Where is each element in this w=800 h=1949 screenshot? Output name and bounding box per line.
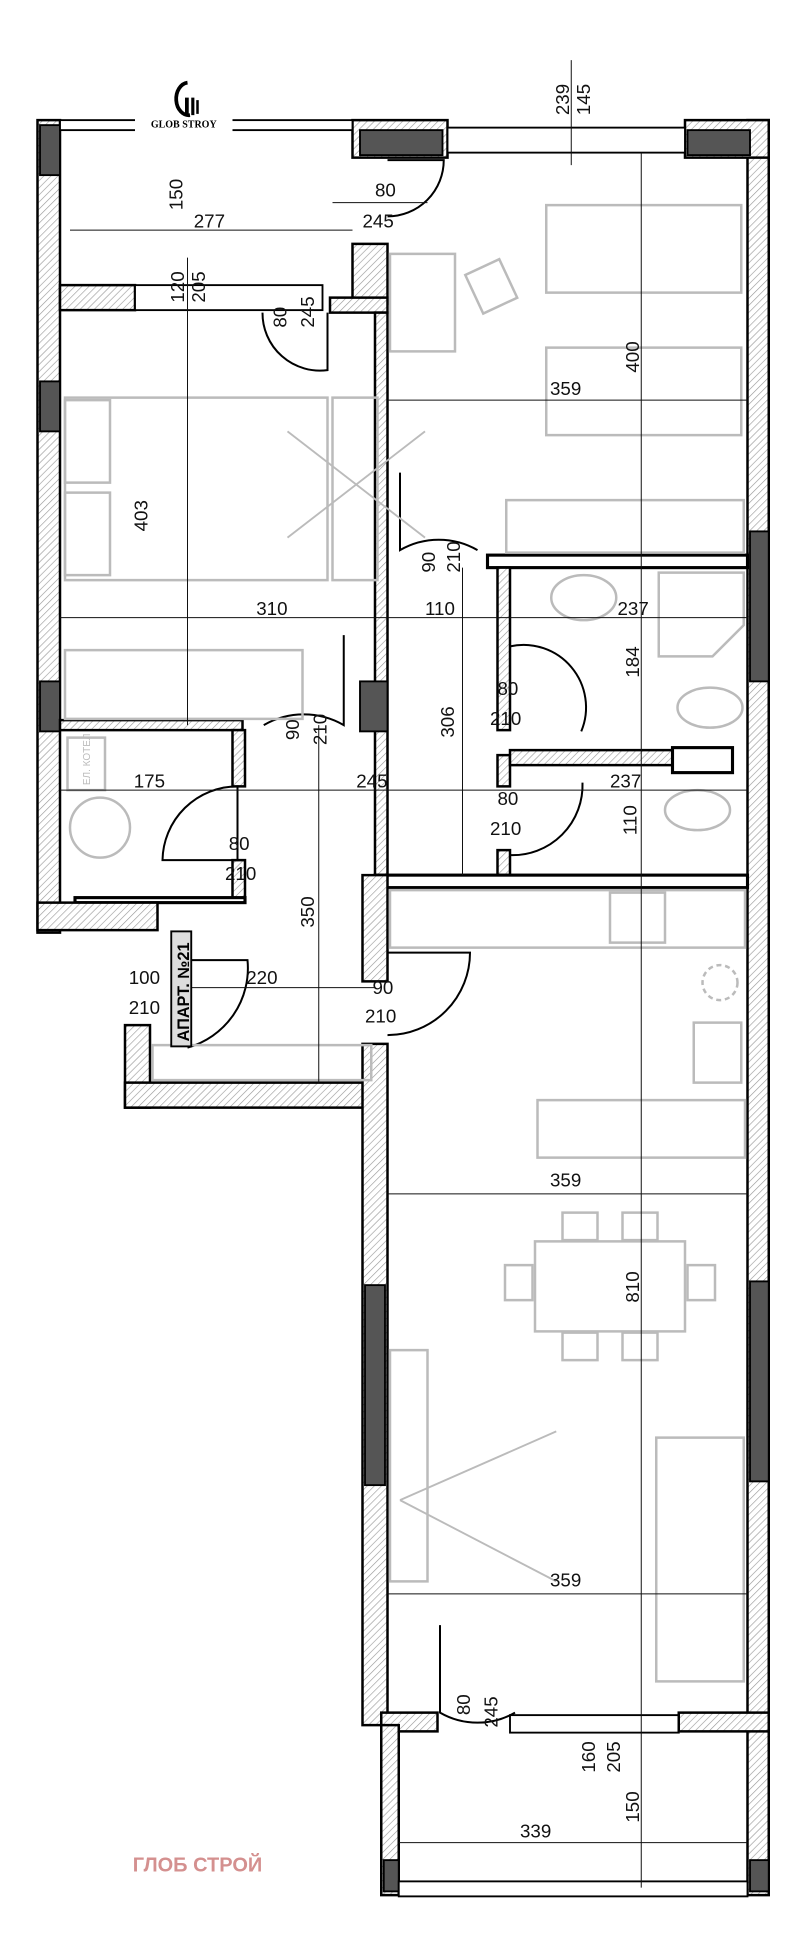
dim-label: 237 — [618, 598, 649, 619]
dim-label: 80 — [453, 1694, 474, 1715]
kitchen-counter — [388, 888, 747, 949]
dim-label: 210 — [490, 818, 521, 839]
dim-label: 110 — [425, 598, 455, 619]
shower — [657, 571, 745, 658]
dim-label: 90 — [282, 719, 303, 740]
toilet — [676, 686, 744, 729]
dim-label: 80 — [498, 788, 519, 809]
dim-label: 245 — [481, 1696, 502, 1727]
cooktop — [692, 1021, 743, 1084]
dim-label: 403 — [131, 500, 152, 531]
dining-table — [533, 1240, 687, 1333]
dim-label: 245 — [356, 771, 387, 792]
dim-label: 210 — [225, 863, 256, 884]
boiler-label: ЕЛ. КОТЕЛ — [82, 734, 93, 786]
dim-label: 277 — [194, 211, 225, 232]
svg-text:АПАРТ. №21: АПАРТ. №21 — [175, 943, 193, 1042]
single-bed — [545, 346, 743, 437]
dim-label: 310 — [256, 598, 287, 619]
dim-label: 220 — [246, 967, 277, 988]
wardrobe — [331, 396, 379, 582]
dim-label: 184 — [622, 646, 643, 677]
terrace-door — [439, 1625, 516, 1724]
dim-label: 145 — [573, 84, 594, 115]
bedroom1-door — [263, 635, 345, 727]
watermark: ГЛОБ СТРОЙ — [133, 1852, 263, 1876]
dim-label: 110 — [619, 805, 640, 835]
dim-label: 359 — [550, 378, 581, 399]
dim-label: 400 — [622, 341, 643, 372]
double-bed — [63, 396, 329, 582]
dim-label: 90 — [418, 552, 439, 573]
washbasin — [550, 573, 618, 622]
dim-label: 210 — [490, 708, 521, 729]
dim-label: 80 — [269, 307, 290, 328]
bedroom2-wardrobe — [505, 498, 745, 554]
bedroom2-door — [399, 472, 478, 552]
dim-label: 306 — [437, 706, 458, 737]
sink — [608, 891, 667, 944]
dim-label: 245 — [297, 296, 318, 327]
dim-label: 80 — [375, 179, 396, 200]
furniture: ЕЛ. КОТЕЛ — [63, 203, 747, 1683]
logo: GLOB STROY — [135, 80, 233, 133]
chair — [463, 257, 519, 316]
dim-label: 245 — [363, 211, 394, 232]
doors — [161, 159, 588, 1724]
tv-unit — [388, 1348, 429, 1583]
dim-label: 150 — [622, 1791, 643, 1822]
bath-door — [509, 643, 588, 732]
dim-label: 205 — [603, 1741, 624, 1772]
dim-label: 80 — [229, 833, 250, 854]
dim-label: 120 — [167, 271, 188, 302]
toilet — [663, 788, 732, 832]
dim-label: 350 — [297, 896, 318, 927]
entry-door — [187, 959, 249, 1049]
dim-label: 810 — [622, 1271, 643, 1302]
walls — [36, 118, 770, 1898]
dim-label: 359 — [550, 1169, 581, 1190]
bedroom1-window-door — [261, 312, 329, 372]
storage-door — [161, 785, 239, 862]
dim-label: 237 — [610, 771, 641, 792]
apartment-label: АПАРТ. №21 — [170, 930, 193, 1048]
desk — [388, 252, 457, 353]
dim-label: 175 — [134, 771, 165, 792]
balcony-door — [387, 159, 445, 218]
dim-label: 100 — [129, 967, 160, 988]
living-door — [387, 951, 472, 1037]
dim-label: 210 — [129, 997, 160, 1018]
dim-label: 160 — [578, 1741, 599, 1772]
single-bed — [545, 203, 743, 294]
dim-label: 359 — [550, 1569, 581, 1590]
hall-cabinet — [151, 1043, 373, 1082]
dimension-lines — [60, 60, 748, 1888]
wc-door — [509, 782, 584, 857]
dim-label: 90 — [373, 977, 394, 998]
logo-text: GLOB STROY — [151, 120, 218, 131]
dim-label: 210 — [365, 1006, 396, 1027]
boiler-icon — [68, 796, 132, 859]
dim-label: 80 — [498, 678, 519, 699]
dim-label: 239 — [552, 84, 573, 115]
dim-label: 339 — [520, 1821, 551, 1842]
dimension-labels: 239 145 80 245 277 150 120 205 80 245 40… — [129, 84, 649, 1842]
dim-label: 210 — [309, 714, 330, 745]
sofa — [655, 1436, 745, 1683]
dim-label: 205 — [188, 271, 209, 302]
bedroom1-wardrobe — [63, 648, 304, 721]
dim-label: 150 — [166, 179, 187, 210]
dim-label: 210 — [443, 541, 464, 572]
